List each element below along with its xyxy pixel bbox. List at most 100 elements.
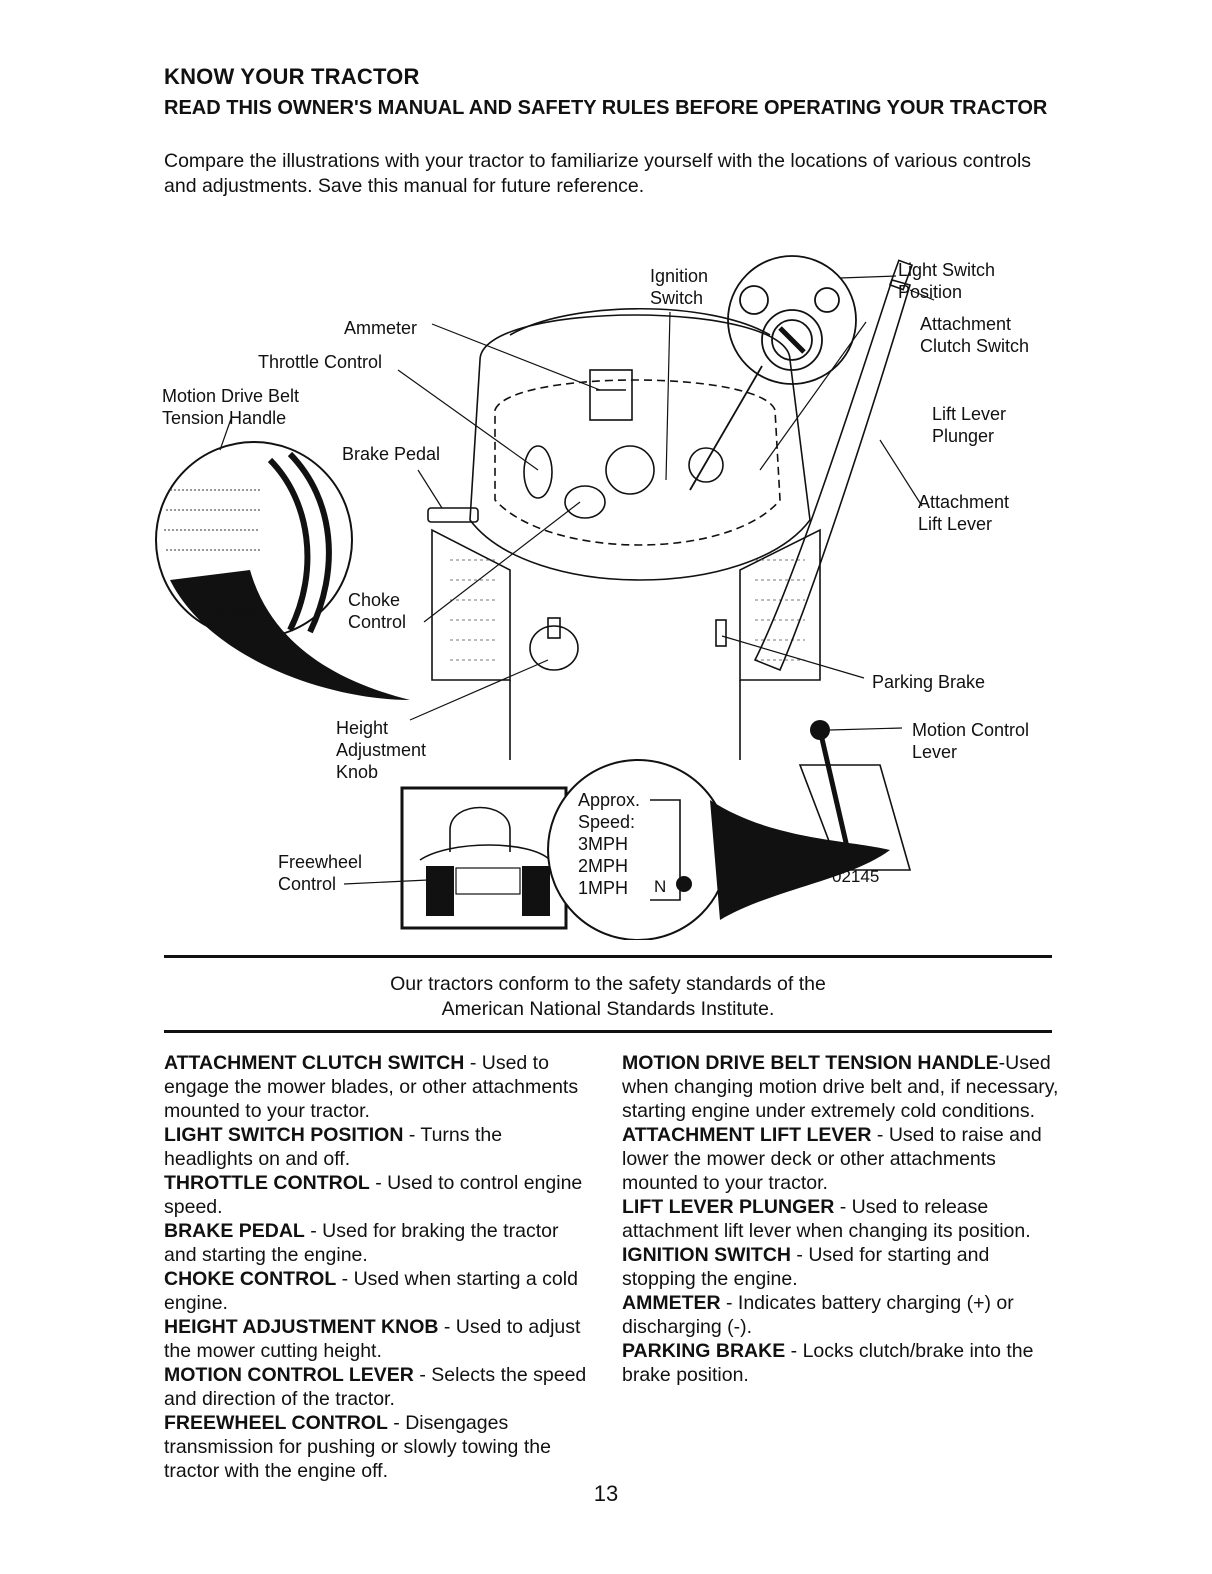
label-speed-2mph: 2MPH	[578, 856, 628, 876]
definition-item: FREEWHEEL CONTROL - Disengages transmiss…	[164, 1411, 594, 1483]
definition-desc: -Used when changing motion drive belt an…	[622, 1052, 1059, 1122]
definition-term: FREEWHEEL CONTROL	[164, 1412, 388, 1434]
definition-term: MOTION DRIVE BELT TENSION HANDLE	[622, 1052, 999, 1074]
leader-lines	[219, 275, 935, 885]
height-knob-stem	[547, 617, 561, 639]
label-ammeter: Ammeter	[344, 318, 417, 338]
definition-term: IGNITION SWITCH	[622, 1244, 791, 1266]
definition-desc: - Used to engage the mower blades, or ot…	[164, 1052, 579, 1122]
ammeter-gauge	[589, 369, 633, 421]
page-number: 13	[593, 1481, 619, 1506]
page-subtitle: READ THIS OWNER'S MANUAL AND SAFETY RULE…	[164, 97, 1048, 119]
attachment-lift-lever	[753, 279, 912, 672]
brake-pedal	[427, 507, 479, 523]
left-definitions: ATTACHMENT CLUTCH SWITCH - Used to engag…	[164, 1051, 594, 1483]
label-attachment-lift-1: Attachment	[918, 492, 1009, 512]
definition-item: ATTACHMENT LIFT LEVER - Used to raise an…	[622, 1123, 1062, 1195]
label-height-1: Height	[336, 718, 388, 738]
definition-item: IGNITION SWITCH - Used for starting and …	[622, 1243, 1062, 1291]
definition-term: ATTACHMENT LIFT LEVER	[622, 1124, 872, 1146]
parking-brake-handle	[715, 619, 727, 647]
freewheel-inset	[400, 786, 568, 930]
standards-note: Our tractors conform to the safety stand…	[164, 972, 1052, 1022]
label-speed-1mph: 1MPH	[578, 878, 628, 898]
standards-line-2: American National Standards Institute.	[441, 998, 775, 1020]
definition-item: AMMETER - Indicates battery charging (+)…	[622, 1291, 1062, 1339]
definition-desc: - Disengages transmission for pushing or…	[164, 1412, 551, 1482]
definition-desc: - Used to control engine speed.	[164, 1172, 583, 1218]
label-motion-drive-belt-2: Tension Handle	[162, 408, 286, 428]
definition-term: BRAKE PEDAL	[164, 1220, 305, 1242]
label-ignition-1: Ignition	[650, 266, 708, 286]
definition-item: LIFT LEVER PLUNGER - Used to release att…	[622, 1195, 1062, 1243]
wheel-inset: 02806	[155, 441, 410, 700]
definition-term: LIGHT SWITCH POSITION	[164, 1124, 404, 1146]
height-adjustment-knob	[529, 625, 579, 671]
definition-term: PARKING BRAKE	[622, 1340, 786, 1362]
dash-center-circle	[605, 445, 655, 495]
definition-desc: - Used to adjust the mower cutting heigh…	[164, 1316, 581, 1362]
tractor-controls-diagram: 02806 02145 Ignition	[155, 255, 1029, 940]
choke-knob-body	[564, 485, 606, 519]
definition-desc: - Used for braking the tractor and start…	[164, 1220, 559, 1266]
definition-item: PARKING BRAKE - Locks clutch/brake into …	[622, 1339, 1062, 1387]
definition-desc: - Indicates battery charging (+) or disc…	[622, 1292, 1014, 1338]
body-sides	[509, 680, 741, 760]
throttle-slot	[523, 445, 553, 499]
label-freewheel-1: Freewheel	[278, 852, 362, 872]
definition-desc: - Used for starting and stopping the eng…	[622, 1244, 990, 1290]
intro-paragraph: Compare the illustrations with your trac…	[164, 150, 1032, 197]
label-choke-2: Control	[348, 612, 406, 632]
definition-term: THROTTLE CONTROL	[164, 1172, 370, 1194]
definition-term: MOTION CONTROL LEVER	[164, 1364, 414, 1386]
label-height-3: Knob	[336, 762, 378, 782]
label-motion-drive-belt-1: Motion Drive Belt	[162, 386, 299, 406]
steering-top	[509, 308, 771, 336]
definition-item: ATTACHMENT CLUTCH SWITCH - Used to engag…	[164, 1051, 594, 1123]
label-light-switch-2: Position	[898, 282, 962, 302]
definition-desc: - Used when starting a cold engine.	[164, 1268, 578, 1314]
label-motion-control-1: Motion Control	[912, 720, 1029, 740]
definition-desc: - Turns the headlights on and off.	[164, 1124, 503, 1170]
definition-item: THROTTLE CONTROL - Used to control engin…	[164, 1171, 594, 1219]
definition-item: MOTION DRIVE BELT TENSION HANDLE-Used wh…	[622, 1051, 1062, 1123]
stop-symbol	[739, 285, 769, 315]
standards-line-1: Our tractors conform to the safety stand…	[390, 973, 826, 995]
wheel-inset-code: 02806	[214, 603, 261, 622]
label-neutral: N	[654, 877, 666, 896]
label-brake-pedal: Brake Pedal	[342, 444, 440, 464]
motion-inset-code: 02145	[832, 867, 879, 886]
label-height-2: Adjustment	[336, 740, 426, 760]
ignition-inset-circle	[727, 255, 857, 385]
label-speed-3mph: 3MPH	[578, 834, 628, 854]
definition-term: LIFT LEVER PLUNGER	[622, 1196, 835, 1218]
divider-top	[164, 955, 1052, 958]
right-definitions: MOTION DRIVE BELT TENSION HANDLE-Used wh…	[622, 1051, 1062, 1387]
grille-hatching	[450, 559, 805, 661]
ignition-switch-inset	[689, 255, 857, 491]
motion-control-inset: 02145	[547, 720, 912, 940]
start-symbol	[814, 287, 840, 313]
label-light-switch-1: Light Switch	[898, 260, 995, 280]
label-attachment-clutch-2: Clutch Switch	[920, 336, 1029, 356]
definition-item: MOTION CONTROL LEVER - Selects the speed…	[164, 1363, 594, 1411]
lift-lever-plunger	[888, 259, 914, 291]
definition-item: HEIGHT ADJUSTMENT KNOB - Used to adjust …	[164, 1315, 594, 1363]
definition-desc: - Used to raise and lower the mower deck…	[622, 1124, 1042, 1194]
label-freewheel-2: Control	[278, 874, 336, 894]
page-title: KNOW YOUR TRACTOR	[164, 64, 420, 89]
label-lift-lever-plunger-1: Lift Lever	[932, 404, 1006, 424]
label-lift-lever-plunger-2: Plunger	[932, 426, 994, 446]
definition-item: CHOKE CONTROL - Used when starting a col…	[164, 1267, 594, 1315]
definition-desc: - Used to release attachment lift lever …	[622, 1196, 1031, 1242]
left-fender	[431, 528, 511, 681]
definition-item: BRAKE PEDAL - Used for braking the tract…	[164, 1219, 594, 1267]
label-speed-1: Approx.	[578, 790, 640, 810]
dash-right-circle	[688, 447, 724, 483]
label-parking-brake: Parking Brake	[872, 672, 985, 692]
wheel-inset-shadow	[170, 570, 410, 700]
label-speed-2: Speed:	[578, 812, 635, 832]
ignition-key-dial	[761, 309, 823, 371]
definition-item: LIGHT SWITCH POSITION - Turns the headli…	[164, 1123, 594, 1171]
definition-term: AMMETER	[622, 1292, 721, 1314]
